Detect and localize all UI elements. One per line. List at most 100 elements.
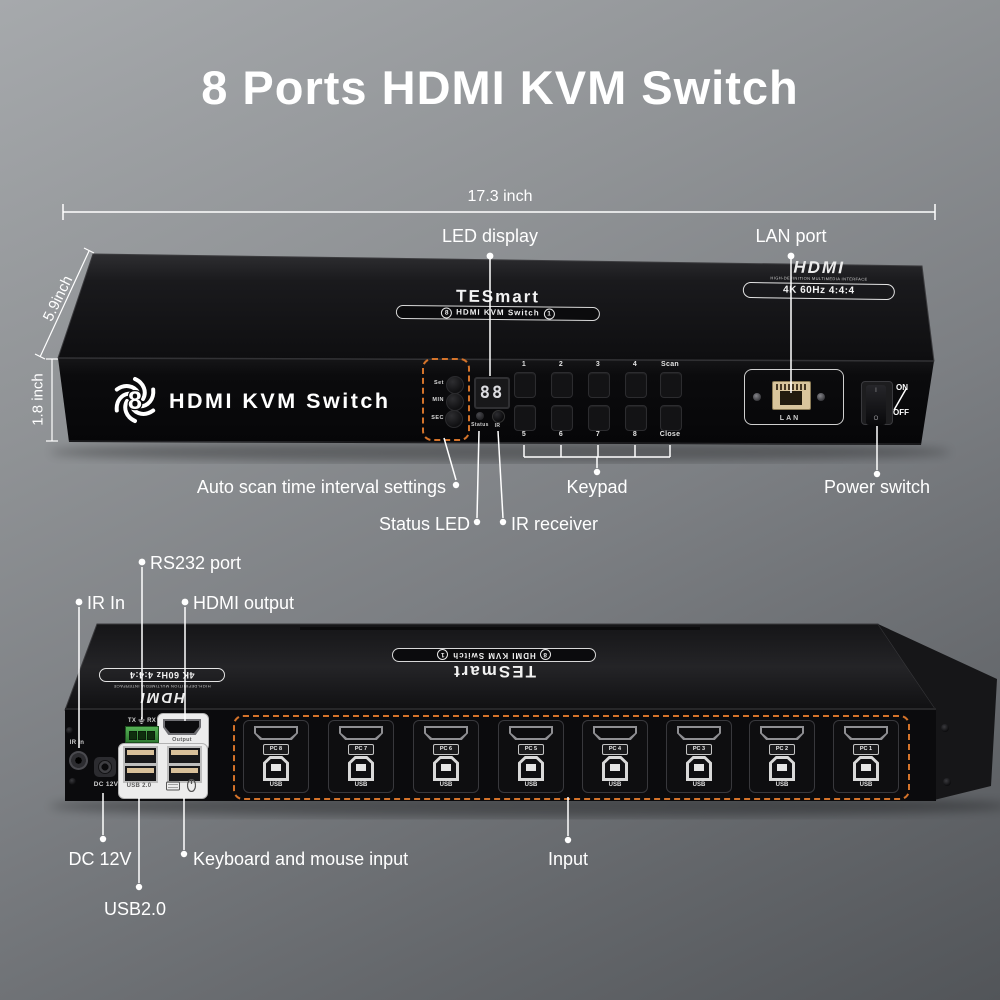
keypad-label-5: 5 xyxy=(521,431,527,438)
height-dimension-label: 1.8 inch xyxy=(29,373,47,426)
callout-input: Input xyxy=(547,849,589,869)
ir-in-jack xyxy=(69,751,88,770)
pc-port-label: PC 6 xyxy=(433,744,459,755)
power-on-label: ON xyxy=(896,383,908,392)
callout-hdmi-output: HDMI output xyxy=(193,593,295,613)
rj45-opening xyxy=(780,391,802,405)
hdmi-input-port xyxy=(760,726,804,740)
rear-device-vent-slot xyxy=(300,627,700,630)
keypad-label-8: 8 xyxy=(632,431,638,438)
callout-keyboard-mouse: Keyboard and mouse input xyxy=(193,849,409,869)
pc-port-label: PC 4 xyxy=(602,744,628,755)
hdmi-input-port xyxy=(254,726,298,740)
hdmi-input-port xyxy=(844,726,888,740)
keypad-button-close xyxy=(660,405,682,431)
hdmi-input-port xyxy=(509,726,553,740)
rx-label: RX xyxy=(147,717,157,724)
input-port-group-pc8: PC 8 USB xyxy=(243,720,309,793)
rear-screw-2 xyxy=(69,778,76,785)
input-port-group-pc3: PC 3 USB xyxy=(666,720,732,793)
front-device-seam xyxy=(57,357,935,362)
keypad-label-4: 4 xyxy=(632,361,638,368)
keypad-button-6 xyxy=(551,405,573,431)
usb-port-label: USB xyxy=(859,782,873,788)
usb-port-label: USB xyxy=(439,782,453,788)
hdmi-input-port xyxy=(677,726,721,740)
keypad-button-7 xyxy=(588,405,610,431)
input-port-group-pc2: PC 2 USB xyxy=(749,720,815,793)
input-section-outline xyxy=(233,715,910,800)
input-port-group-pc1: PC 1 USB xyxy=(833,720,899,793)
usb-port-label: USB xyxy=(608,782,622,788)
callout-lan-port: LAN port xyxy=(755,226,827,246)
keypad-button-2 xyxy=(551,372,573,398)
width-dimension-label: 17.3 inch xyxy=(467,188,533,205)
keypad-label-1: 1 xyxy=(521,361,527,368)
status-led xyxy=(476,412,484,420)
callout-power-switch: Power switch xyxy=(823,477,931,497)
dc-port-label: DC 12V xyxy=(93,781,119,788)
keypad-button-1 xyxy=(514,372,536,398)
terminal-hole-1 xyxy=(129,731,137,740)
rear-screw-4 xyxy=(943,778,951,786)
pc-port-label: PC 7 xyxy=(348,744,374,755)
rs232-terminal-block xyxy=(125,726,159,743)
lan-label: LAN xyxy=(779,415,801,422)
keypad-label-3: 3 xyxy=(595,361,601,368)
rear-screw-3 xyxy=(941,724,949,732)
usb-port-label: USB xyxy=(269,782,283,788)
pc-port-label: PC 8 xyxy=(263,744,289,755)
usb-port-label: USB xyxy=(775,782,789,788)
hdmi-input-port xyxy=(593,726,637,740)
keypad-button-8 xyxy=(625,405,647,431)
lan-screw-left xyxy=(753,393,761,401)
swirl-8-logo: 8 xyxy=(114,377,156,423)
pc-port-label: PC 5 xyxy=(518,744,544,755)
rear-screw-1 xyxy=(66,727,73,734)
input-port-group-pc4: PC 4 USB xyxy=(582,720,648,793)
input-port-group-pc6: PC 6 USB xyxy=(413,720,479,793)
hdmi-output-label: Output xyxy=(172,737,192,743)
front-panel-title: HDMI KVM Switch xyxy=(169,389,391,413)
usb-port-label: USB xyxy=(354,782,368,788)
keypad-button-5 xyxy=(514,405,536,431)
keypad-label-close: Close xyxy=(659,431,681,438)
set-button-label: Set xyxy=(433,380,444,386)
usb-port-label: USB xyxy=(692,782,706,788)
ir-receiver-label: IR xyxy=(494,423,501,429)
input-port-group-pc5: PC 5 USB xyxy=(498,720,564,793)
terminal-hole-2 xyxy=(138,731,146,740)
keypad-label-7: 7 xyxy=(595,431,601,438)
hdmi-input-port xyxy=(339,726,383,740)
keypad-button-scan xyxy=(660,372,682,398)
usb-b-port xyxy=(853,756,879,781)
callout-ir-in: IR In xyxy=(87,593,126,613)
usb-b-port xyxy=(686,756,712,781)
sec-button-label: SEC xyxy=(431,415,444,421)
rocker-on-mark: I xyxy=(875,388,877,394)
hdmi-output-port xyxy=(163,719,201,735)
tx-label: TX xyxy=(127,717,137,724)
terminal-hole-3 xyxy=(147,731,155,740)
ir-receiver xyxy=(492,410,505,423)
usb-panel-label: USB 2.0 xyxy=(126,783,152,789)
lan-screw-right xyxy=(817,393,825,401)
lan-port-outline xyxy=(744,369,844,425)
callout-dc-12v: DC 12V xyxy=(68,849,132,869)
sec-button xyxy=(445,410,463,428)
swirl-logo-digit: 8 xyxy=(128,387,142,415)
callout-ir-receiver: IR receiver xyxy=(511,514,599,534)
callout-status-led: Status LED xyxy=(378,514,470,534)
power-rocker: I O xyxy=(866,385,886,425)
keypad-label-scan: Scan xyxy=(661,361,679,368)
ir-in-port-label: IR In xyxy=(69,740,85,746)
hdmi-output-opening xyxy=(165,721,199,733)
mouse-icon xyxy=(187,779,196,792)
hdmi-input-port xyxy=(424,726,468,740)
front-device-shadow xyxy=(50,442,950,462)
page-title: 8 Ports HDMI KVM Switch xyxy=(201,61,799,114)
callout-keypad: Keypad xyxy=(566,477,628,497)
usb-a-port-4 xyxy=(167,764,202,783)
